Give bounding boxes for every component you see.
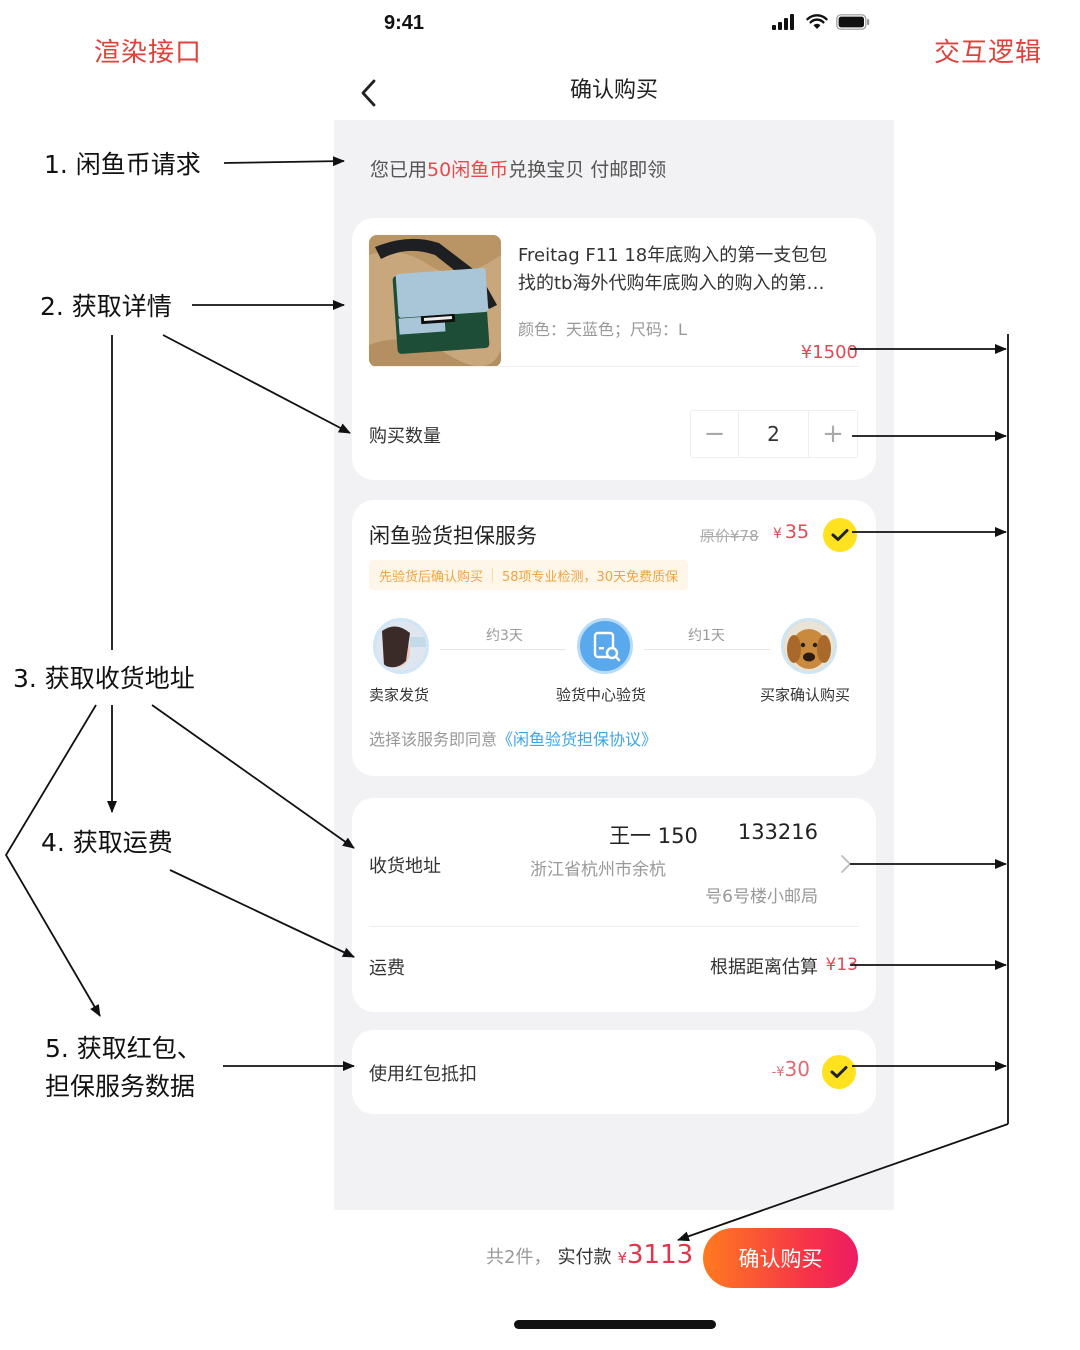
address-line-2: 号6号楼小邮局 (705, 887, 818, 907)
annotation-heading-interaction-logic: 交互逻辑 (934, 38, 1043, 68)
product-title: Freitag F11 18年底购入的第一支包包 找的tb海外代购年底购入的购入… (518, 242, 854, 298)
total-value: 3113 (627, 1240, 694, 1270)
coin-banner-highlight: 50闲鱼币 (427, 159, 509, 181)
annotation-step-4: 4. 获取运费 (41, 828, 173, 857)
service-price-currency: ¥ (773, 526, 782, 542)
service-title: 闲鱼验货担保服务 (369, 524, 537, 548)
quantity-increase-button[interactable]: + (822, 419, 844, 449)
product-spec: 颜色：天蓝色；尺码：L (518, 320, 687, 339)
annotation-step-5-line2: 担保服务数据 (45, 1072, 196, 1101)
service-select-toggle[interactable] (823, 518, 857, 552)
flow-connector (644, 649, 770, 650)
shipping-estimate-note: 根据距离估算 (710, 957, 818, 978)
service-original-price: 原价¥78 (700, 527, 759, 545)
divider (369, 366, 859, 367)
checkmark-icon (831, 529, 849, 541)
annotation-step-1: 1. 闲鱼币请求 (44, 150, 201, 179)
quantity-value[interactable]: 2 (739, 411, 809, 457)
service-price-value: 35 (784, 521, 810, 543)
tag-separator (492, 568, 494, 582)
total-currency: ¥ (617, 1249, 627, 1267)
flow-duration-1: 约3天 (486, 628, 523, 644)
service-agreement: 选择该服务即同意《闲鱼验货担保协议》 (369, 726, 657, 750)
battery-icon (836, 14, 870, 30)
total-amount: ¥3113 (617, 1240, 693, 1270)
shipping-price: ¥13 (825, 955, 858, 975)
status-icons (772, 14, 870, 30)
service-agreement-link[interactable]: 《闲鱼验货担保协议》 (497, 730, 658, 749)
service-agreement-prefix: 选择该服务即同意 (369, 730, 498, 749)
flow-connector (440, 649, 566, 650)
address-label: 收货地址 (369, 856, 441, 877)
annotation-step-5: 5. 获取红包、 担保服务数据 (45, 1030, 202, 1106)
red-packet-amount-value: 30 (784, 1057, 810, 1081)
flow-step-seller-ship: 卖家发货 (369, 686, 430, 704)
annotation-heading-render-api: 渲染接口 (94, 38, 203, 68)
red-packet-label: 使用红包抵扣 (369, 1064, 477, 1085)
annotation-step-5-line1: 5. 获取红包、 (45, 1034, 202, 1063)
wifi-icon (806, 14, 828, 29)
flow-duration-2: 约1天 (688, 628, 725, 644)
home-indicator (514, 1320, 716, 1329)
red-packet-amount: -¥30 (772, 1057, 810, 1081)
shipping-label: 运费 (369, 958, 405, 979)
product-card: Freitag F11 18年底购入的第一支包包 找的tb海外代购年底购入的购入… (352, 218, 876, 480)
product-price: ¥1500 (800, 342, 858, 363)
cellular-signal-icon (772, 14, 794, 30)
service-tag: 先验货后确认购买 58项专业检测，30天免费质保 (369, 560, 689, 590)
address-card: 收货地址 王一 150 133216 浙江省杭州市余杭 号6号楼小邮局 运费 根… (352, 798, 876, 1012)
quantity-stepper: − 2 + (690, 410, 858, 458)
order-summary: 共2件， 实付款 ¥3113 (486, 1240, 693, 1270)
inspection-center-icon (577, 618, 633, 674)
red-packet-amount-prefix: -¥ (771, 1065, 785, 1080)
inspection-service-card: 闲鱼验货担保服务 原价¥78 ¥35 先验货后确认购买 58项专业检测，30天免… (352, 500, 876, 776)
page-title: 确认购买 (569, 78, 658, 103)
divider (369, 926, 859, 927)
product-image[interactable] (369, 235, 501, 367)
red-packet-select-toggle[interactable] (822, 1055, 856, 1089)
pay-label: 实付款 (557, 1247, 612, 1268)
address-row[interactable]: 收货地址 王一 150 133216 浙江省杭州市余杭 号6号楼小邮局 (352, 798, 876, 910)
checkmark-icon (830, 1066, 848, 1078)
bag-photo-icon (369, 235, 501, 367)
service-price: ¥35 (773, 521, 809, 543)
item-count: 共2件， (486, 1247, 552, 1268)
status-time: 9:41 (384, 12, 425, 34)
recipient-info: 王一 150 133216 (609, 820, 818, 850)
coin-banner-prefix: 您已用 (370, 159, 428, 181)
annotation-step-2: 2. 获取详情 (40, 292, 172, 321)
red-packet-card: 使用红包抵扣 -¥30 (352, 1030, 876, 1114)
chevron-left-icon (361, 79, 376, 107)
recipient-name: 王一 150 (609, 824, 698, 848)
flow-step-inspection: 验货中心验货 (556, 686, 647, 704)
address-line-1: 浙江省杭州市余杭 (530, 860, 666, 880)
seller-avatar (373, 618, 429, 674)
annotation-step-3: 3. 获取收货地址 (13, 664, 195, 693)
product-title-line-2: 找的tb海外代购年底购入的购入的第… (518, 273, 825, 294)
quantity-decrease-button[interactable]: − (691, 411, 739, 457)
flow-step-buyer-confirm: 买家确认购买 (760, 686, 851, 704)
coin-banner-suffix: 兑换宝贝 付邮即领 (508, 159, 667, 181)
product-title-line-1: Freitag F11 18年底购入的第一支包包 (518, 245, 828, 266)
service-tag-right: 58项专业检测，30天免费质保 (502, 569, 679, 585)
quantity-label: 购买数量 (369, 426, 441, 447)
service-tag-left: 先验货后确认购买 (379, 569, 484, 585)
back-button[interactable] (356, 76, 384, 110)
recipient-phone: 133216 (737, 820, 818, 844)
confirm-purchase-button[interactable]: 确认购买 (703, 1228, 858, 1288)
chevron-right-icon (841, 855, 852, 873)
buyer-avatar (781, 618, 837, 674)
coin-banner: 您已用50闲鱼币兑换宝贝 付邮即领 (370, 155, 666, 182)
